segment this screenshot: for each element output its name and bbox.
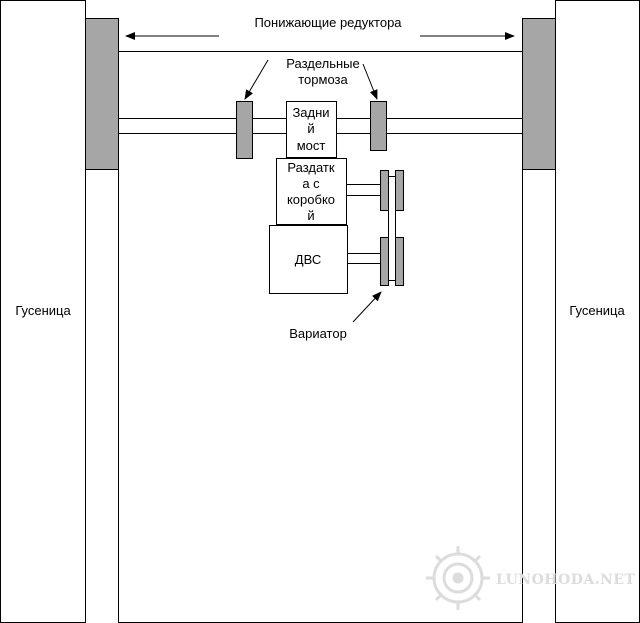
brakes-arrow-right [362, 63, 378, 100]
brake-right [370, 101, 387, 151]
transfer-case-label-2: а с [302, 176, 320, 191]
variator-pulley-top-left [380, 170, 389, 211]
reducers-label: Понижающие редуктора [254, 15, 402, 30]
watermark: LUNOHODA.NET [426, 546, 636, 610]
transfer-case-label-3: коробко [287, 192, 335, 207]
variator-pulley-bottom-right [395, 237, 404, 286]
brakes-label-2: тормоза [298, 72, 348, 87]
track-right [555, 0, 640, 623]
variator-belt [388, 176, 396, 281]
brake-left [236, 101, 253, 159]
variator-pulley-bottom-left [380, 237, 389, 286]
reducer-right [522, 18, 556, 170]
rear-axle-box [286, 101, 337, 158]
brakes-label-1: Раздельные [286, 56, 360, 71]
engine-label: ДВС [295, 252, 321, 267]
track-left-label: Гусеница [15, 303, 71, 318]
watermark-emblem-icon [426, 546, 490, 610]
brakes-arrow-left [244, 59, 269, 100]
reducer-left [85, 18, 119, 170]
rear-axle-label-1: Задни [292, 105, 329, 120]
engine-box [269, 225, 348, 294]
transfer-case-label-1: Раздатк [287, 160, 334, 175]
track-left [0, 0, 86, 623]
rear-axle-label-3: мост [297, 138, 326, 153]
variator-pulley-top-right [395, 170, 404, 211]
transfer-case-label-4: й [307, 208, 314, 223]
rear-axle-label-2: й [307, 121, 314, 136]
transfer-case-box [276, 158, 347, 225]
variator-label: Вариатор [289, 326, 347, 341]
watermark-text: LUNOHODA.NET [496, 572, 636, 588]
variator-arrow [352, 291, 382, 323]
track-right-label: Гусеница [569, 303, 625, 318]
